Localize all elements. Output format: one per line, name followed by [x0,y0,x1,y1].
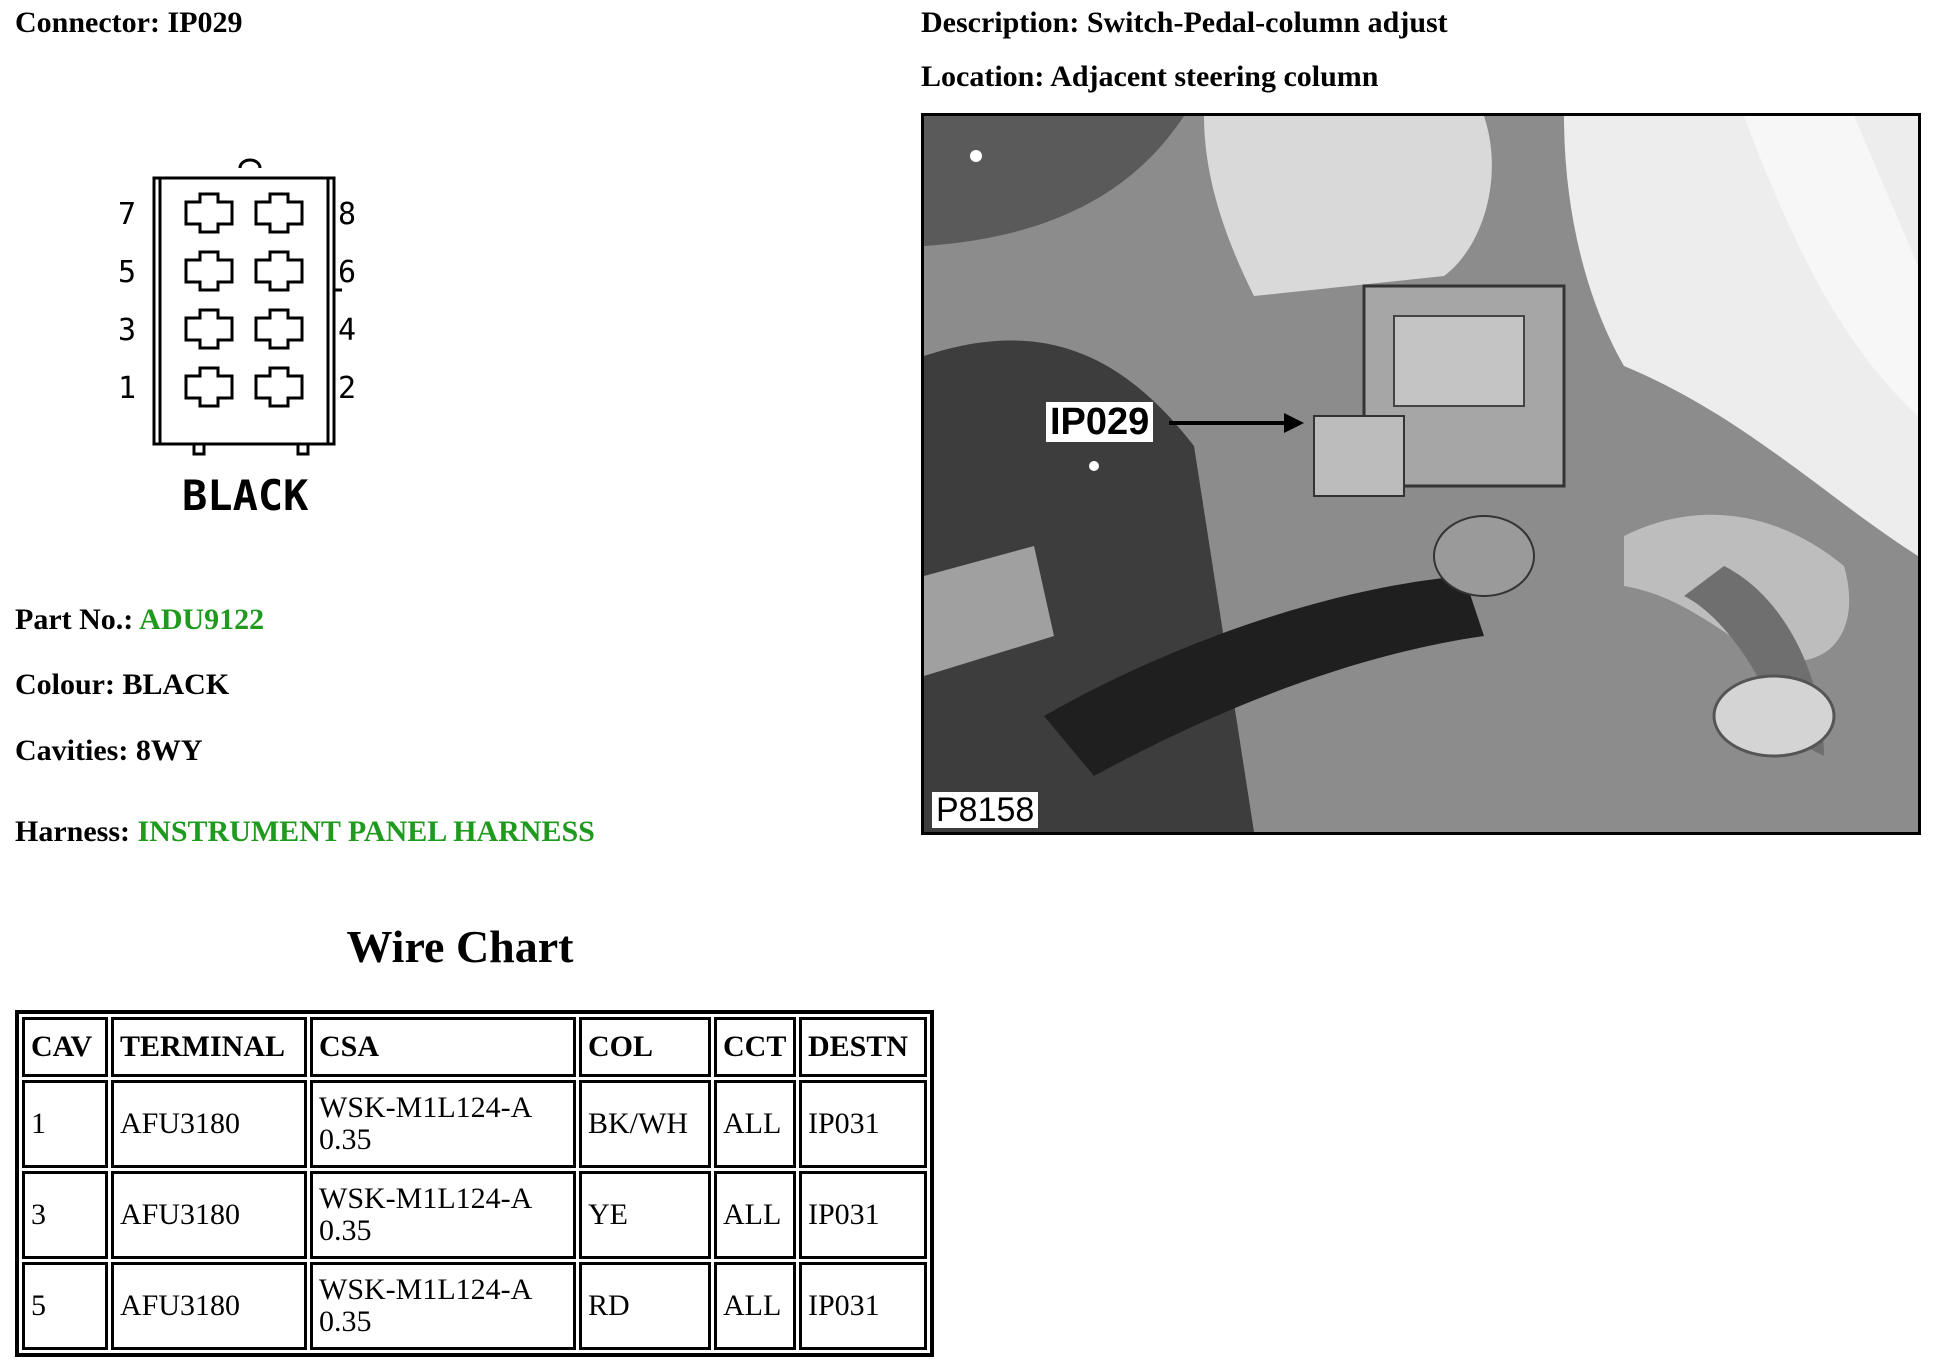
pin-label-right: 8 [338,197,356,232]
cavity-8 [254,192,304,234]
column-header-destn: DESTN [799,1017,927,1077]
cell-terminal: AFU3180 [111,1262,307,1350]
callout-arrowhead [1284,413,1304,433]
column-header-cav: CAV [22,1017,108,1077]
cavity-1 [184,366,234,408]
location-value: Adjacent steering column [1050,60,1379,93]
description-line: Description: Switch-Pedal-column adjust [921,6,1448,40]
cell-col: BK/WH [579,1080,711,1168]
cell-cav: 1 [22,1080,108,1168]
csa-size: 0.35 [319,1123,372,1156]
column-header-col: COL [579,1017,711,1077]
pin-label-left: 7 [118,197,136,232]
cell-cav: 3 [22,1171,108,1259]
wire-chart-table: CAV TERMINAL CSA COL CCT DESTN 1 AFU3180… [15,1010,934,1357]
colour-label: Colour: [15,668,115,701]
pin-label-left: 5 [118,255,136,290]
description-label: Description: [921,6,1080,39]
cell-terminal: AFU3180 [111,1171,307,1259]
cavity-4 [254,308,304,350]
cavity-7 [184,192,234,234]
location-photo: IP029 P8158 [921,113,1921,835]
cavities-line: Cavities: 8WY [15,734,202,768]
column-header-terminal: TERMINAL [111,1017,307,1077]
pin-label-right: 4 [338,313,356,348]
cell-col: YE [579,1171,711,1259]
pin-label-left: 3 [118,313,136,348]
column-header-csa: CSA [310,1017,576,1077]
pin-label-right: 2 [338,371,356,406]
cell-terminal: AFU3180 [111,1080,307,1168]
cavities-value: 8WY [135,734,203,767]
cell-destn: IP031 [799,1080,927,1168]
csa-spec: WSK-M1L124-A [319,1091,533,1124]
table-header-row: CAV TERMINAL CSA COL CCT DESTN [22,1017,927,1077]
pin-label-right: 6 [338,255,356,290]
wire-chart-title: Wire Chart [346,921,574,972]
photo-reference-label: P8158 [932,792,1039,828]
connector-line: Connector: IP029 [15,6,242,40]
pin-label-left: 1 [118,371,136,406]
cavities-label: Cavities: [15,734,129,767]
connector-housing [152,176,336,446]
cavity-3 [184,308,234,350]
cavity-2 [254,366,304,408]
cell-destn: IP031 [799,1262,927,1350]
part-number-line: Part No.: ADU9122 [15,603,264,637]
cell-cct: ALL [714,1262,796,1350]
cavity-6 [254,250,304,292]
connector-label: Connector: [15,6,160,39]
harness-label: Harness: [15,815,130,848]
harness-line: Harness: INSTRUMENT PANEL HARNESS [15,815,595,849]
cell-cav: 5 [22,1262,108,1350]
connector-latch [238,158,262,169]
cell-destn: IP031 [799,1171,927,1259]
connector-face-diagram: 7 5 3 1 8 6 4 2 BLACK [110,158,356,540]
location-line: Location: Adjacent steering column [921,60,1378,94]
photo-callout-label: IP029 [1046,402,1154,442]
colour-value: BLACK [122,668,230,701]
cell-cct: ALL [714,1171,796,1259]
harness-link[interactable]: INSTRUMENT PANEL HARNESS [137,815,595,848]
column-header-cct: CCT [714,1017,796,1077]
csa-spec: WSK-M1L124-A [319,1273,533,1306]
description-value: Switch-Pedal-column adjust [1086,6,1448,39]
part-number-label: Part No.: [15,603,134,636]
cavity-5 [184,250,234,292]
connector-colour-caption: BLACK [182,471,309,520]
location-label: Location: [921,60,1045,93]
connector-value: IP029 [167,6,243,39]
colour-line: Colour: BLACK [15,668,229,702]
part-number-link[interactable]: ADU9122 [139,603,265,636]
csa-size: 0.35 [319,1214,372,1247]
csa-size: 0.35 [319,1305,372,1338]
cell-cct: ALL [714,1080,796,1168]
cell-col: RD [579,1262,711,1350]
csa-spec: WSK-M1L124-A [319,1182,533,1215]
